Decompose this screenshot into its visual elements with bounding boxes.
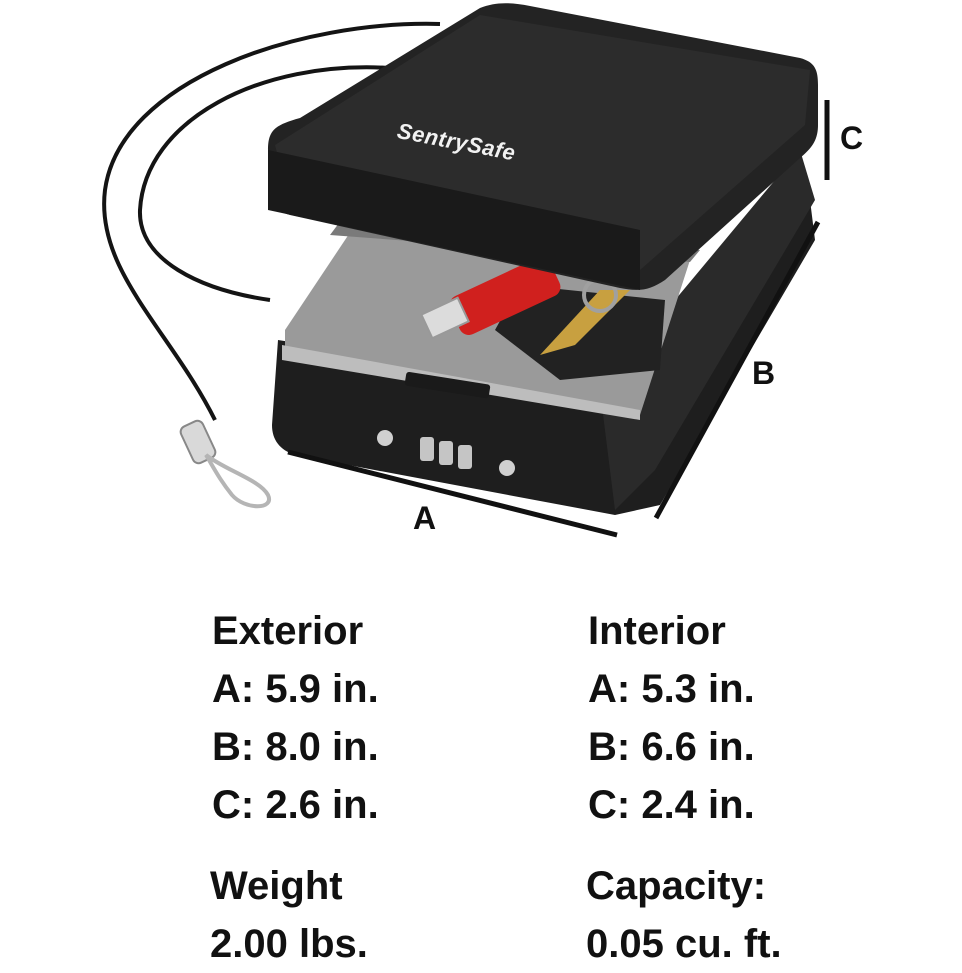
- weight-label: Weight: [210, 864, 343, 908]
- interior-b: B: 6.6 in.: [588, 725, 755, 769]
- exterior-c: C: 2.6 in.: [212, 783, 379, 827]
- lock-button-right: [499, 460, 515, 476]
- capacity-value: 0.05 cu. ft.: [586, 922, 782, 966]
- combination-dial-2: [439, 441, 453, 465]
- latch-slot: [404, 371, 491, 399]
- lock-button-left: [377, 430, 393, 446]
- combination-dial-1: [420, 437, 434, 461]
- weight-value: 2.00 lbs.: [210, 922, 368, 966]
- keys: [540, 290, 630, 355]
- capacity-spec: Capacity: 0.05 cu. ft.: [586, 857, 782, 973]
- interior-specs: Interior A: 5.3 in. B: 6.6 in. C: 2.4 in…: [588, 602, 755, 834]
- cable-loop: [204, 453, 271, 509]
- safe-illustration: [102, 3, 830, 538]
- dimension-label-a: A: [413, 500, 437, 536]
- safe-side-face: [600, 150, 815, 510]
- exterior-specs: Exterior A: 5.9 in. B: 8.0 in. C: 2.6 in…: [212, 602, 379, 834]
- dimension-line-b: [653, 220, 821, 520]
- usb-connector: [420, 296, 470, 340]
- security-cable: [102, 21, 441, 421]
- dimension-line-a: [287, 449, 618, 538]
- combination-dial-3: [458, 445, 472, 469]
- dimension-label-b: B: [752, 355, 776, 391]
- capacity-label: Capacity:: [586, 864, 767, 908]
- interior-a: A: 5.3 in.: [588, 667, 755, 711]
- exterior-heading: Exterior: [212, 609, 364, 653]
- interior-c: C: 2.4 in.: [588, 783, 755, 827]
- weight-spec: Weight 2.00 lbs.: [210, 857, 368, 973]
- exterior-a: A: 5.9 in.: [212, 667, 379, 711]
- cable-ferrule: [179, 419, 217, 465]
- dimension-label-c: C: [840, 120, 864, 156]
- exterior-b: B: 8.0 in.: [212, 725, 379, 769]
- security-cable-inner: [137, 65, 391, 302]
- safe-base: [272, 180, 815, 515]
- usb-drive: [449, 257, 561, 335]
- interior-heading: Interior: [588, 609, 726, 653]
- safe-lid-edge: [268, 150, 640, 290]
